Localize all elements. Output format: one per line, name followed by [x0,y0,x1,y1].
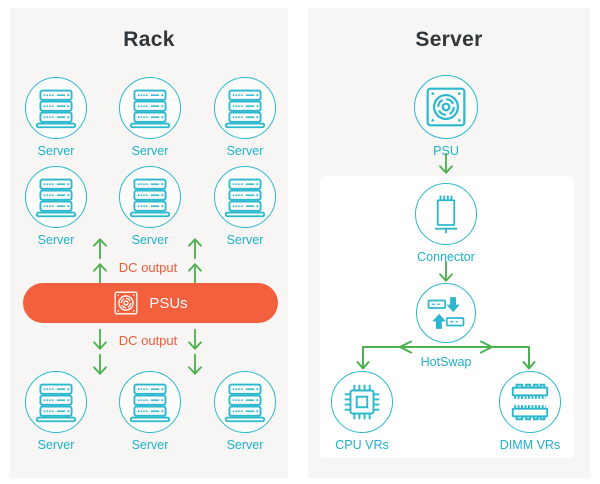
psu-node: PSU [401,75,491,158]
server-circle [25,77,87,139]
down-arrow-icon [437,152,455,176]
server-panel: Server PSU Connector HotSwap [308,8,590,478]
cpu-vrs-label: CPU VRs [335,438,389,452]
connector-circle [415,183,477,245]
up-arrow-icon [186,261,204,285]
server-panel-title: Server [415,28,483,51]
server-label: Server [37,233,75,247]
server-circle [119,77,181,139]
server-circle [25,166,87,228]
server-circle [214,166,276,228]
rack-panel-title: Rack [123,28,175,51]
dimm-vrs-circle [499,371,561,433]
server-icon [223,175,267,219]
dimm-memory-icon [507,379,553,425]
cpu-vrs-node: CPU VRs [317,371,407,452]
server-node: Server [110,371,190,452]
up-arrow-icon [91,261,109,285]
psus-bar: PSUs [23,283,278,323]
server-node: Server [205,77,285,158]
down-arrow-icon [437,260,455,284]
server-label: Server [226,233,264,247]
server-node: Server [16,371,96,452]
hotswap-circle [416,283,476,343]
connector-node: Connector [401,183,491,264]
hotswap-node: HotSwap [401,283,491,369]
dimm-vrs-label: DIMM VRs [499,438,561,452]
psu-fan-icon [424,85,468,129]
dc-output-label: DC output [118,333,178,348]
server-node: Server [205,371,285,452]
server-icon [34,175,78,219]
server-node: Server [205,166,285,247]
server-icon [34,380,78,424]
psu-circle [414,75,478,139]
connector-label: Connector [417,250,475,264]
server-label: Server [226,144,264,158]
cpu-chip-icon [339,379,385,425]
server-label: Server [37,438,75,452]
server-circle [214,371,276,433]
dimm-vrs-node: DIMM VRs [485,371,575,452]
server-label: Server [226,438,264,452]
hotswap-label: HotSwap [420,355,472,369]
server-node: Server [110,166,190,247]
psu-label: PSU [433,144,459,158]
psus-label: PSUs [149,294,188,312]
connector-icon [424,192,468,236]
server-circle [25,371,87,433]
server-label: Server [37,144,75,158]
server-icon [128,86,172,130]
server-icon [128,175,172,219]
rack-panel: Rack Server Server Server Server [10,8,288,478]
down-arrow-icon [91,328,109,352]
dc-output-label: DC output [118,260,178,275]
psu-fan-icon [113,290,139,316]
server-circle [119,371,181,433]
server-icon [223,380,267,424]
server-circle [214,77,276,139]
server-circle [119,166,181,228]
server-node: Server [16,77,96,158]
server-icon [34,86,78,130]
server-icon [223,86,267,130]
cpu-vrs-circle [331,371,393,433]
up-arrow-icon [91,236,109,260]
up-arrow-icon [186,236,204,260]
server-label: Server [131,438,169,452]
down-arrow-icon [186,328,204,352]
branch-arrows-icon [356,340,536,370]
server-label: Server [131,144,169,158]
hotswap-icon [426,293,466,333]
server-node: Server [110,77,190,158]
server-icon [128,380,172,424]
server-node: Server [16,166,96,247]
server-label: Server [131,233,169,247]
